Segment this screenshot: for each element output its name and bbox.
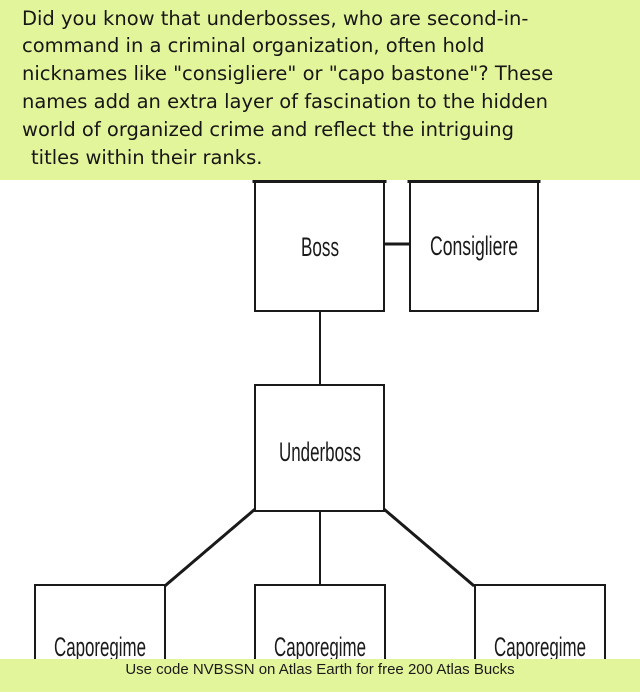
promo-footer: Use code NVBSSN on Atlas Earth for free … — [0, 659, 640, 692]
fact-banner: Did you know that underbosses, who are s… — [0, 0, 640, 180]
fact-text-line: names add an extra layer of fascination … — [22, 90, 549, 113]
promo-text: Use code NVBSSN on Atlas Earth for free … — [125, 661, 515, 678]
caporegime-left-label: Caporegime — [54, 632, 146, 659]
fact-text-line: nicknames like "consigliere" or "capo ba… — [22, 62, 554, 85]
underboss-right-connector — [382, 507, 476, 588]
fact-text-line: command in a criminal organization, ofte… — [22, 34, 485, 57]
caporegime-center-box — [254, 584, 386, 660]
fact-text-line: world of organized crime and reflect the… — [22, 118, 515, 141]
underboss-left-connector — [163, 507, 257, 588]
underboss-label: Underboss — [279, 437, 361, 467]
boss-label: Boss — [301, 232, 339, 262]
consigliere-label: Consigliere — [430, 231, 518, 261]
fact-text-line: Did you know that underbosses, who are s… — [22, 7, 529, 30]
caporegime-right-box — [474, 584, 606, 660]
org-chart-diagram: Boss Consigliere Underboss Caporegime Ca… — [0, 180, 640, 662]
consigliere-box — [409, 181, 539, 312]
caporegime-center-label: Caporegime — [274, 632, 366, 659]
caporegime-left-box — [34, 584, 166, 660]
fact-text-line: titles within their ranks. — [31, 146, 263, 169]
org-chart-svg: Boss Consigliere Underboss Caporegime Ca… — [34, 180, 606, 662]
caporegime-right-label: Caporegime — [494, 632, 586, 659]
